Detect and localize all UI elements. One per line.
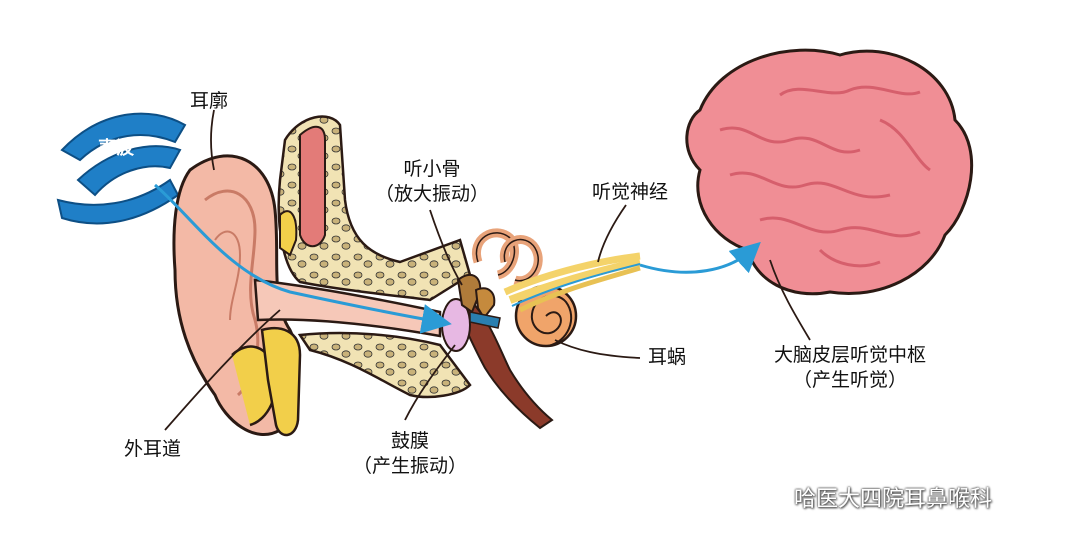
label-cortex: 大脑皮层听觉中枢 （产生听觉） [745, 346, 955, 390]
watermark: 哈医大四院耳鼻喉科 [752, 481, 992, 513]
label-eardrum-note: （产生振动） [352, 455, 467, 477]
wechat-icon [752, 483, 786, 510]
label-ear-canal: 外耳道 [124, 438, 182, 460]
bone-upper-shape [277, 115, 472, 302]
eustachian-tube-shape [453, 298, 554, 430]
sound-wave-icon [56, 112, 187, 225]
watermark-text: 哈医大四院耳鼻喉科 [794, 487, 993, 512]
label-sound-wave: 声波 [98, 138, 134, 159]
label-cortex-note: （产生听觉） [792, 369, 907, 391]
label-ossicles-title: 听小骨 [403, 158, 461, 180]
brain-shape [685, 48, 974, 296]
leader-lines [164, 109, 811, 431]
leader-eardrum [404, 344, 456, 421]
label-auditory-nerve: 听觉神经 [592, 181, 669, 203]
leader-cortex [769, 259, 811, 341]
label-auricle: 耳廓 [190, 90, 229, 112]
label-ossicles-note: （放大振动） [374, 183, 489, 205]
semicircular-canals-shape [472, 228, 543, 286]
label-cochlea: 耳蜗 [648, 346, 687, 368]
leader-auricle [210, 109, 215, 171]
bone-lower-shape [260, 327, 472, 437]
label-eardrum: 鼓膜 （产生振动） [340, 432, 480, 476]
leader-nerve [597, 204, 627, 263]
leader-canal [164, 309, 281, 431]
label-cortex-title: 大脑皮层听觉中枢 [773, 344, 926, 366]
leader-ossicles [429, 209, 463, 286]
label-eardrum-title: 鼓膜 [390, 430, 429, 452]
sound-path-arrow [154, 183, 761, 334]
leader-cochlea [554, 339, 641, 359]
auditory-nerve-shape [503, 252, 641, 313]
ossicles-shape [456, 273, 501, 329]
label-ossicles: 听小骨 （放大振动） [372, 160, 492, 204]
